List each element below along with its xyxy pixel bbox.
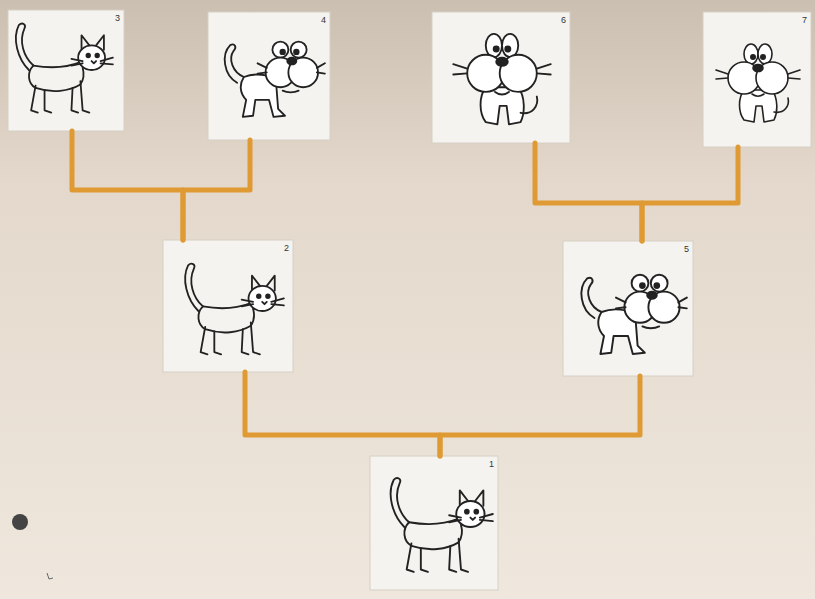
pedigree-bracket — [642, 147, 738, 241]
cat-drawings — [16, 24, 800, 572]
cat-card: 1 — [370, 456, 498, 590]
pedigree-bracket — [245, 372, 440, 456]
cat-card: 7 — [703, 12, 811, 147]
pencil-mark — [47, 573, 53, 579]
cat-card: 6 — [432, 12, 570, 143]
card-number: 2 — [163, 240, 293, 254]
punch-hole — [12, 514, 28, 530]
card-number: 7 — [703, 12, 811, 26]
card-number: 6 — [432, 12, 570, 26]
cat-cards — [8, 10, 811, 590]
card-number: 1 — [370, 456, 498, 470]
pedigree-bracket — [535, 143, 642, 241]
cat-card: 4 — [208, 12, 330, 140]
card-number: 5 — [563, 241, 693, 255]
pedigree-bracket — [440, 376, 640, 456]
pedigree-bracket — [183, 140, 250, 240]
card-number: 4 — [208, 12, 330, 26]
pedigree-bracket — [72, 131, 183, 240]
cat-card: 5 — [563, 241, 693, 376]
cat-card: 2 — [163, 240, 293, 372]
card-number: 3 — [8, 10, 124, 24]
cat-card: 3 — [8, 10, 124, 131]
